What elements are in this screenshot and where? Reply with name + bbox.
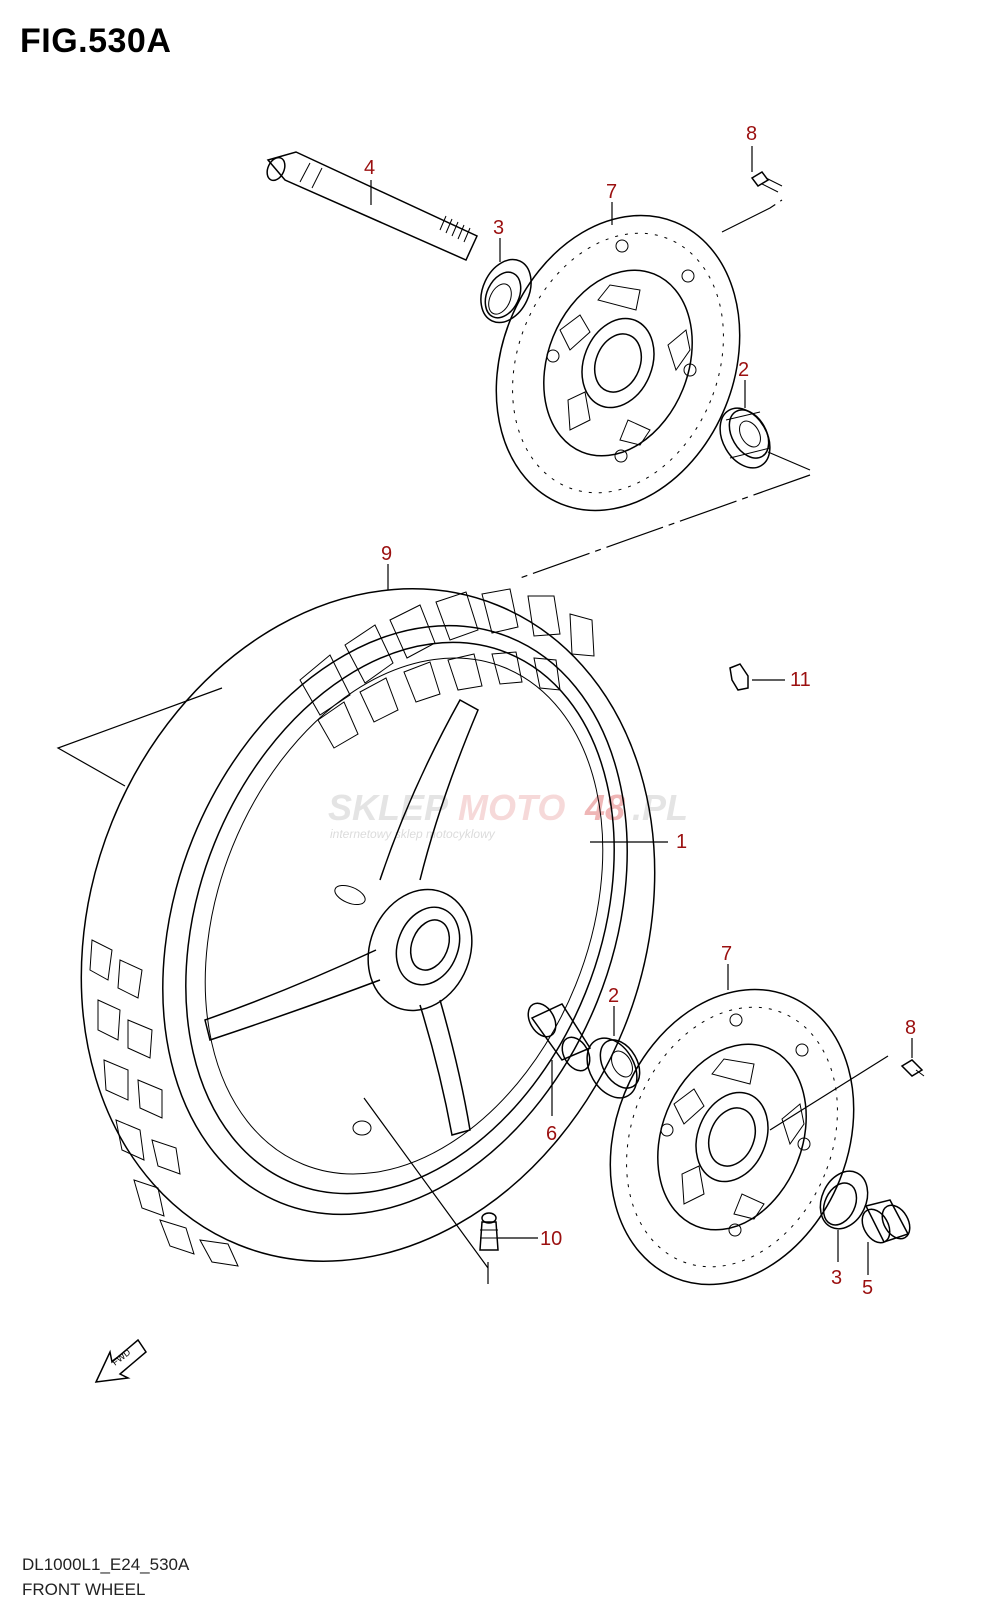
callout-8-lower: 8 — [905, 1017, 916, 1039]
watermark-brand-d: .PL — [632, 787, 688, 828]
callout-1: 1 — [676, 831, 687, 853]
oil-seal-top — [480, 258, 532, 324]
watermark: SKLEP MOTO 48 .PL internetowy sklep moto… — [328, 787, 688, 841]
brake-disc-top — [495, 214, 741, 512]
fwd-arrow: FWD — [94, 1338, 147, 1383]
callout-7: 7 — [606, 181, 617, 203]
figure-title: FIG.530A — [20, 22, 172, 60]
oil-seal-bottom — [819, 1170, 869, 1230]
callout-11: 11 — [790, 669, 811, 691]
callout-8: 8 — [746, 123, 757, 145]
leader-lines — [363, 146, 913, 1284]
watermark-brand-b: MOTO — [458, 787, 565, 828]
callout-7-lower: 7 — [721, 943, 732, 965]
fwd-label: FWD — [110, 1347, 133, 1368]
watermark-tagline: internetowy sklep motocyklowy — [330, 827, 496, 841]
callout-5: 5 — [862, 1277, 873, 1299]
callout-3-lower: 3 — [831, 1267, 842, 1289]
axis-line-upper — [721, 199, 783, 233]
callout-6: 6 — [546, 1123, 557, 1145]
balance-weight-part — [729, 663, 749, 691]
bearing-top — [719, 407, 771, 469]
drawing-code: DL1000L1_E24_530A — [22, 1555, 190, 1574]
disc-bolt-bottom — [900, 1059, 925, 1077]
callout-10: 10 — [540, 1228, 562, 1250]
watermark-brand-a: SKLEP — [328, 787, 449, 828]
disc-bolt-top — [750, 171, 783, 193]
spacer-part — [527, 1002, 592, 1072]
callout-2-lower: 2 — [608, 985, 619, 1007]
axle-part — [266, 151, 478, 261]
projection-line-left — [56, 687, 223, 787]
callout-3: 3 — [493, 217, 504, 239]
callout-4: 4 — [364, 157, 375, 179]
watermark-brand-c: 48 — [584, 787, 625, 828]
callout-numbers: 4 3 7 8 2 9 11 1 7 2 8 6 10 3 5 — [364, 123, 916, 1299]
drawing-name: FRONT WHEEL — [22, 1580, 146, 1599]
bearing-bottom — [586, 1037, 641, 1099]
valve-part — [479, 1212, 499, 1251]
front-wheel-assembly — [80, 588, 656, 1267]
callout-9: 9 — [381, 543, 392, 565]
brake-disc-bottom — [609, 988, 855, 1286]
axis-line-hub — [519, 451, 811, 579]
callout-2: 2 — [738, 359, 749, 381]
collar-part — [861, 1199, 911, 1244]
